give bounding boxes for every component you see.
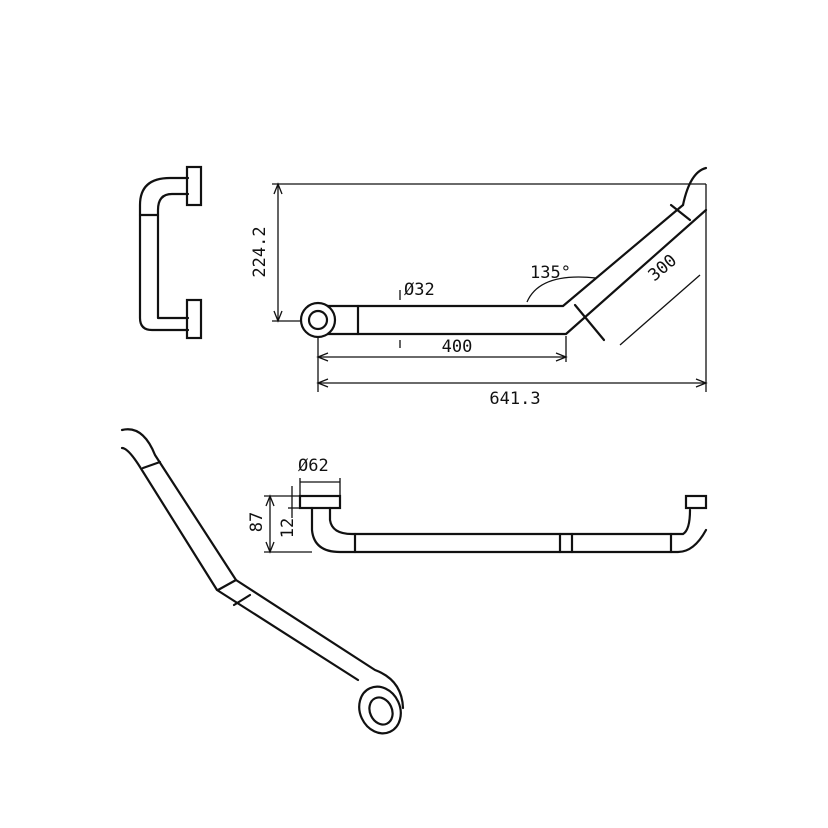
dim-short-length-label: 400 [442, 337, 473, 357]
dim-overall-width-label: 641.3 [489, 389, 540, 409]
dim-projection-label: 87 [247, 512, 267, 532]
top-view [272, 166, 708, 392]
isometric-view [120, 428, 405, 735]
side-view [138, 165, 203, 340]
dim-diag-length-label: 300 [645, 251, 681, 286]
front-view [264, 478, 708, 554]
dim-flange-thickness-label: 12 [278, 518, 298, 538]
dim-tube-diameter-label: Ø32 [404, 280, 435, 300]
dim-angle-label: 135° [530, 263, 571, 283]
dim-flange-diameter-label: Ø62 [298, 456, 329, 476]
dim-height-label: 224.2 [250, 226, 270, 277]
